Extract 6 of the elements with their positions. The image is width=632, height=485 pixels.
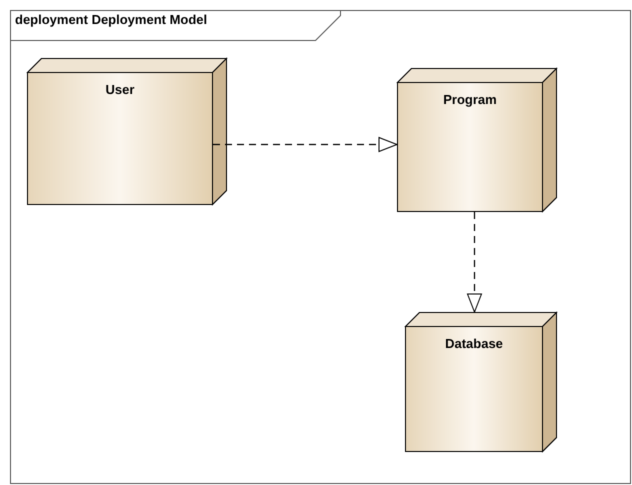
frame-title: deployment Deployment Model <box>15 12 208 27</box>
dependency-arrow <box>213 137 398 152</box>
node-label: User <box>106 82 134 97</box>
node-label: Database <box>445 336 503 351</box>
node-label: Program <box>443 92 497 107</box>
dependency-arrow <box>467 212 482 312</box>
